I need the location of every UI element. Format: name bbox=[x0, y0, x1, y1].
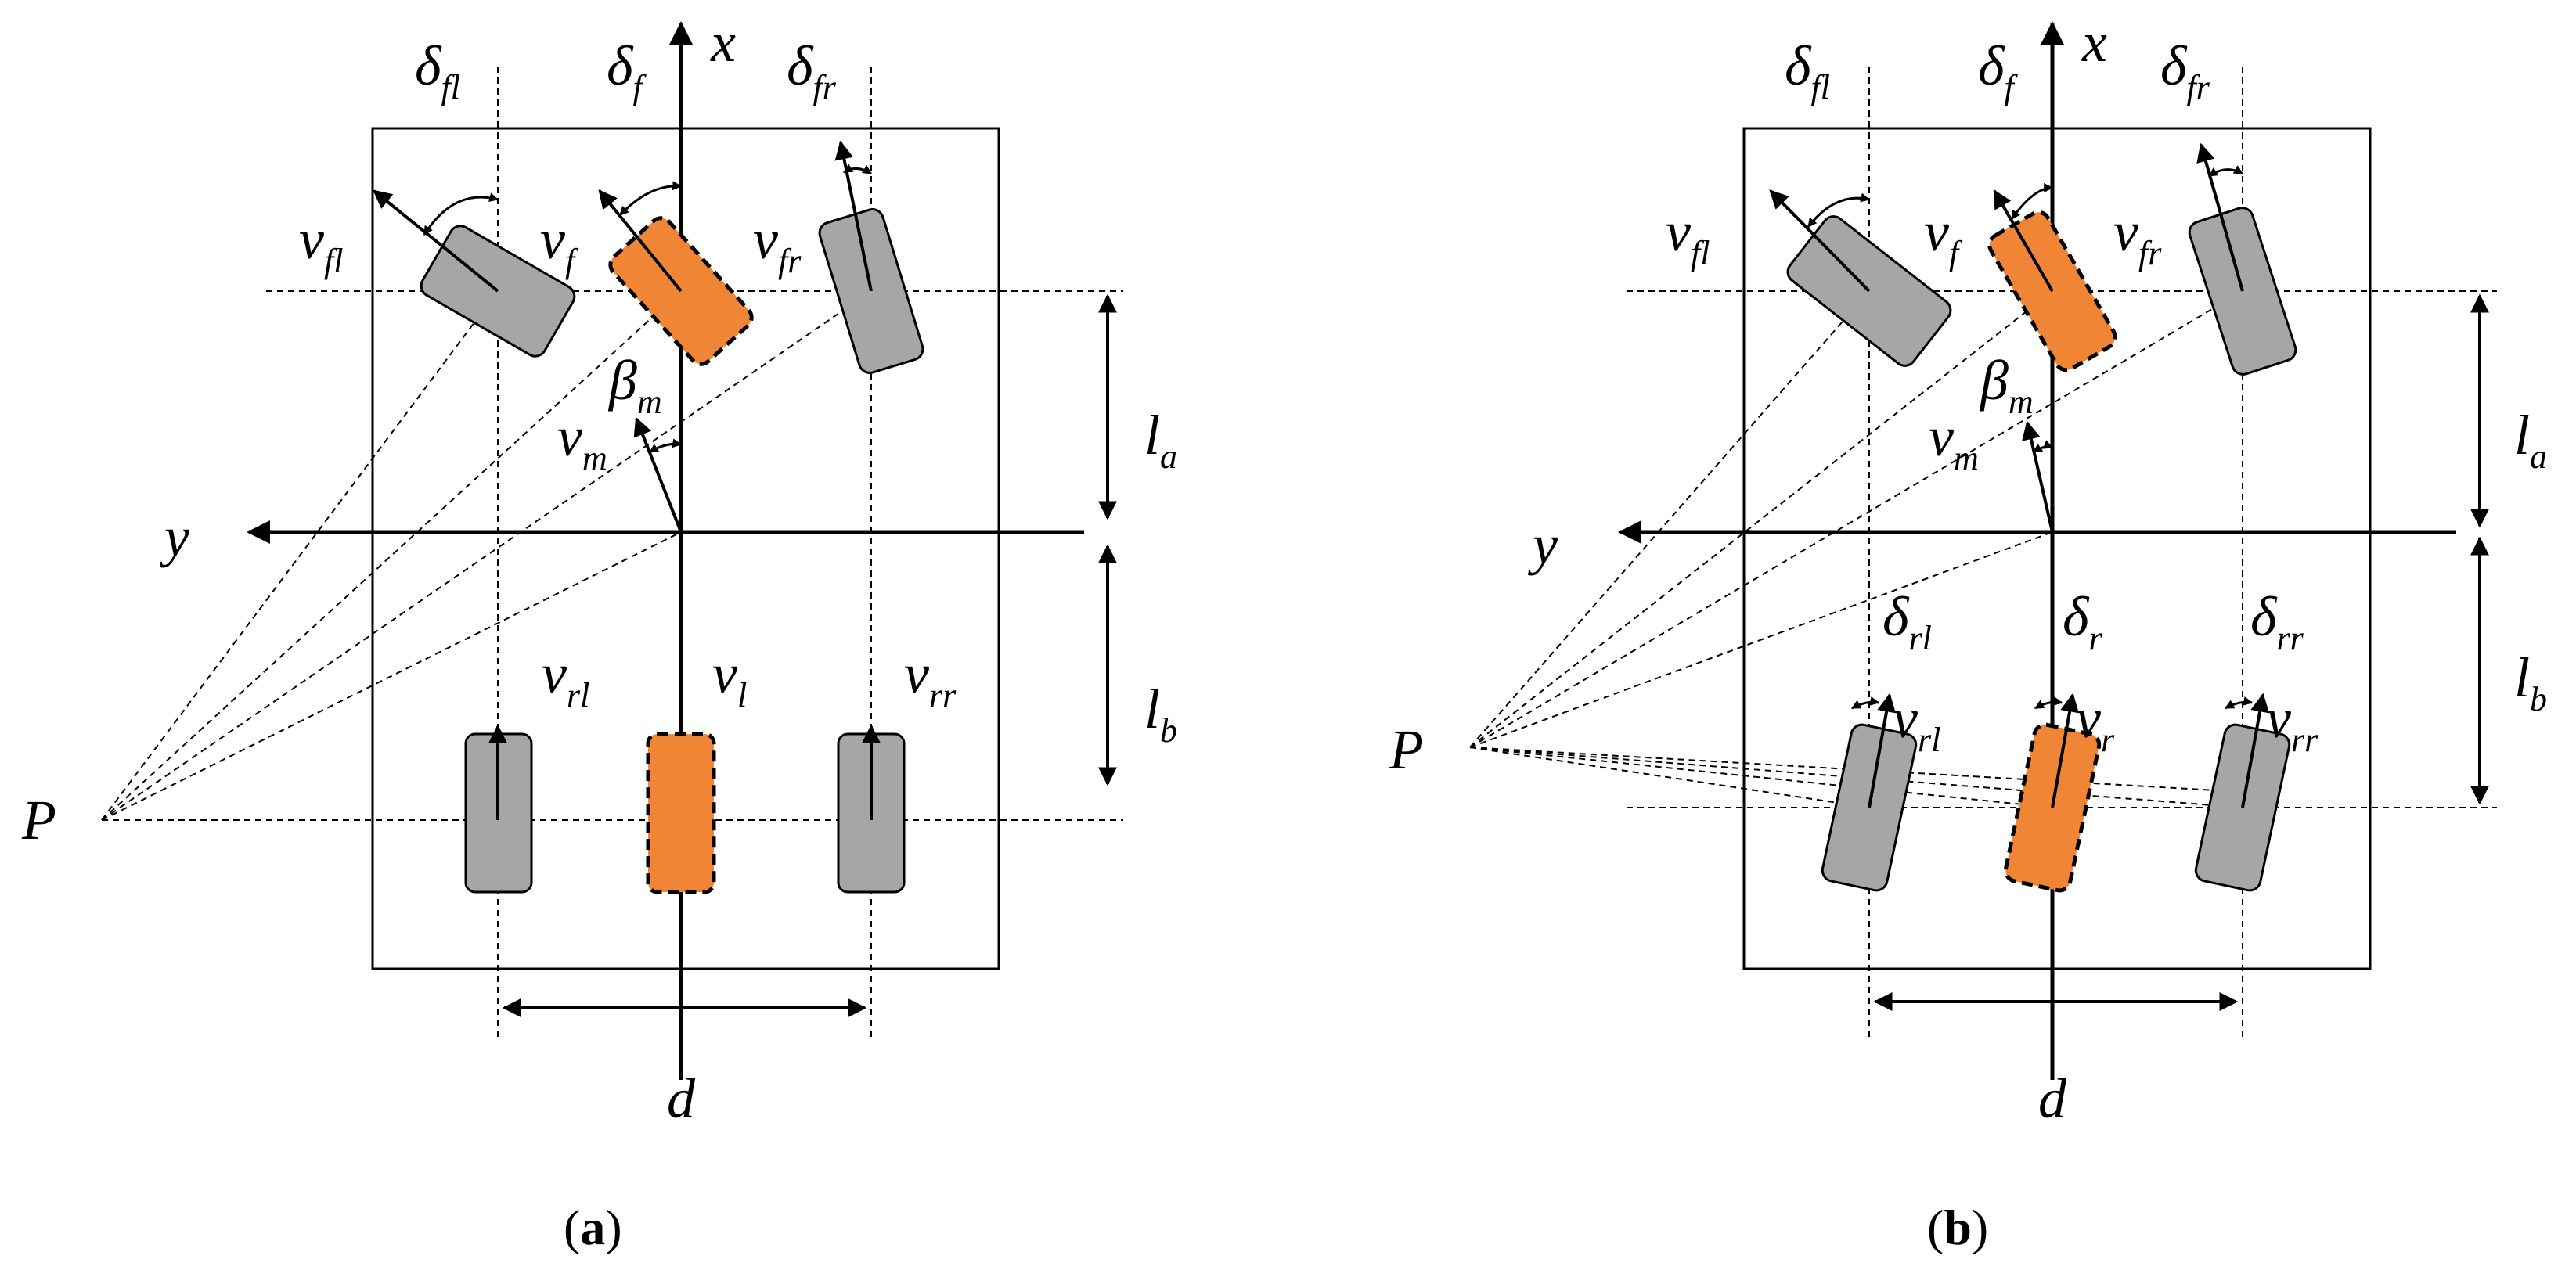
l-a-label-a: la bbox=[1144, 404, 1177, 476]
v-rr-label-b: vrr bbox=[2266, 687, 2318, 759]
v-rr-arrow-b bbox=[2241, 693, 2269, 808]
panel-b-caption: (b) bbox=[1927, 1200, 1988, 1255]
y-axis-label-a: y bbox=[159, 505, 189, 568]
v-m-label-b: vm bbox=[1929, 405, 1979, 477]
v-f-label-b: vf bbox=[1924, 200, 1963, 272]
v-fr-label-b: vfr bbox=[2113, 200, 2162, 272]
delta-rl-label-b: δrl bbox=[1882, 585, 1932, 657]
v-rl-label-a: vrl bbox=[542, 642, 589, 714]
delta-fl-label-a: δfl bbox=[415, 34, 460, 106]
reference-lines-b bbox=[1469, 67, 2497, 1041]
v-fl-label-a: vfl bbox=[299, 208, 343, 280]
delta-f-label-b: δf bbox=[1978, 34, 2018, 106]
delta-fr-arc-a bbox=[842, 164, 872, 175]
v-fl-label-b: vfl bbox=[1666, 200, 1710, 272]
l-b-label-b: lb bbox=[2514, 646, 2547, 718]
delta-f-arc-a bbox=[618, 181, 683, 217]
v-f-label-a: vf bbox=[540, 208, 579, 280]
v-m-label-a: vm bbox=[557, 405, 607, 477]
beta-m-arc-b bbox=[2033, 440, 2054, 454]
v-r-label-b: vr bbox=[2076, 687, 2115, 759]
delta-rl-arc-b bbox=[1850, 696, 1880, 710]
d-label-a: d bbox=[667, 1067, 696, 1130]
x-axis-label-b: x bbox=[2081, 11, 2107, 74]
vehicle-body-b bbox=[1742, 127, 2372, 970]
y-axis-label-b: y bbox=[1527, 513, 1558, 576]
v-fl-arrow-a bbox=[373, 189, 499, 293]
panel-a: x y δfl δf δfr vfl vf vfr βm vm la lb vr… bbox=[21, 11, 1177, 1255]
x-axis-label-a: x bbox=[710, 11, 736, 74]
delta-rr-arc-b bbox=[2224, 696, 2254, 710]
v-fl-arrow-b bbox=[1769, 189, 1871, 293]
wheel-rear-center-a bbox=[646, 732, 716, 894]
reference-lines-a bbox=[101, 67, 1123, 1041]
p-label-b: P bbox=[1389, 718, 1424, 781]
v-r-arrow-b bbox=[2051, 693, 2079, 808]
beta-m-label-b: βm bbox=[1979, 349, 2034, 421]
delta-r-arc-b bbox=[2034, 696, 2063, 710]
panel-a-caption: (a) bbox=[564, 1200, 622, 1255]
d-label-b: d bbox=[2038, 1067, 2067, 1130]
delta-f-arc-b bbox=[2010, 183, 2054, 220]
v-l-label-a: vl bbox=[712, 642, 747, 714]
beta-m-label-a: βm bbox=[607, 349, 662, 421]
panel-b: x y δfl δf δfr vfl vf vfr βm vm la lb δr… bbox=[1389, 11, 2547, 1255]
delta-fl-label-b: δfl bbox=[1785, 34, 1830, 106]
delta-f-label-a: δf bbox=[607, 34, 647, 106]
l-a-label-b: la bbox=[2514, 404, 2547, 476]
v-m-arrow-b bbox=[2022, 420, 2054, 533]
delta-fl-arc-a bbox=[423, 192, 499, 236]
v-rl-label-b: vrl bbox=[1893, 687, 1940, 759]
v-m-arrow-a bbox=[633, 416, 683, 533]
delta-fr-label-b: δfr bbox=[2160, 34, 2210, 106]
delta-rr-label-b: δrr bbox=[2250, 585, 2304, 657]
v-f-arrow-a bbox=[598, 189, 683, 293]
v-fr-label-a: vfr bbox=[753, 208, 802, 280]
l-b-label-a: lb bbox=[1144, 678, 1177, 750]
p-label-a: P bbox=[21, 789, 56, 851]
v-rl-arrow-b bbox=[1868, 693, 1896, 808]
delta-fr-arc-b bbox=[2207, 165, 2244, 178]
v-fr-arrow-b bbox=[2196, 142, 2244, 292]
beta-m-arc-a bbox=[648, 438, 683, 454]
v-f-arrow-b bbox=[1993, 189, 2054, 293]
delta-fl-arc-b bbox=[1807, 192, 1871, 228]
delta-fr-label-a: δfr bbox=[787, 34, 837, 106]
v-rr-label-a: vrr bbox=[904, 642, 957, 714]
delta-r-label-b: δr bbox=[2063, 585, 2102, 657]
vehicle-body-a bbox=[371, 127, 1000, 970]
